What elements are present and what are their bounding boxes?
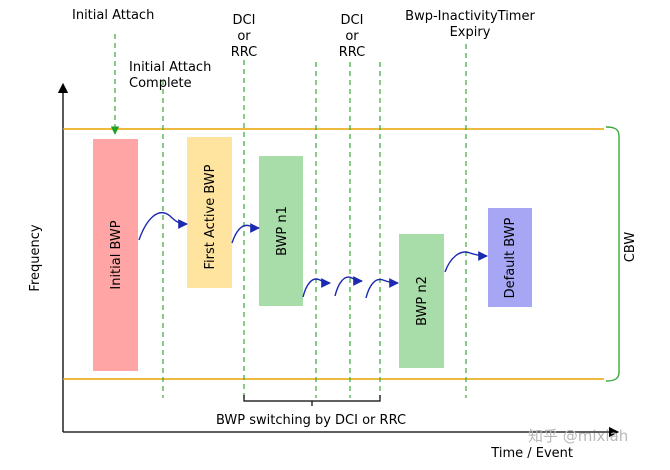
cbw-brace [605,126,620,382]
x-axis-label: Time / Event [490,446,573,461]
label-initial-bwp: Initial BWP [109,220,124,289]
label-dci-b-line2: or [345,29,359,44]
label-attach-complete-line1: Initial Attach [129,60,211,75]
transition-arrow-6 [444,251,488,273]
block-bwp-n1 [259,156,303,306]
transition-arrow-5 [365,278,399,299]
block-default-bwp [488,208,532,307]
label-initial-attach: Initial Attach [72,8,154,23]
label-bwp-n2: BWP n2 [415,276,430,326]
label-dci-b-line1: DCI [341,13,364,28]
label-dci-a-line1: DCI [233,13,256,28]
block-first-active-bwp [187,137,232,288]
label-default-bwp: Default BWP [503,217,518,298]
label-dci-a-line3: RRC [231,45,258,60]
y-axis-label: Frequency [28,224,43,291]
block-initial-bwp [93,139,138,371]
block-bwp-n2 [399,234,444,368]
transition-arrow-2 [231,223,260,244]
switching-note: BWP switching by DCI or RRC [216,413,406,428]
label-dci-a-line2: or [237,29,251,44]
label-inactivity-line1: Bwp-InactivityTimer [405,9,535,24]
transition-arrow-4 [334,276,363,297]
label-attach-complete-line2: Complete [129,76,192,91]
label-inactivity-line2: Expiry [450,25,491,40]
switching-bracket [243,395,381,406]
transition-arrow-1 [138,212,188,241]
label-dci-b-line3: RRC [339,45,366,60]
watermark: 知乎 @mixiah [528,427,628,445]
label-first-active-bwp: First Active BWP [203,164,218,269]
transition-arrow-3 [302,278,331,298]
cbw-label: CBW [623,232,638,263]
label-bwp-n1: BWP n1 [275,206,290,256]
